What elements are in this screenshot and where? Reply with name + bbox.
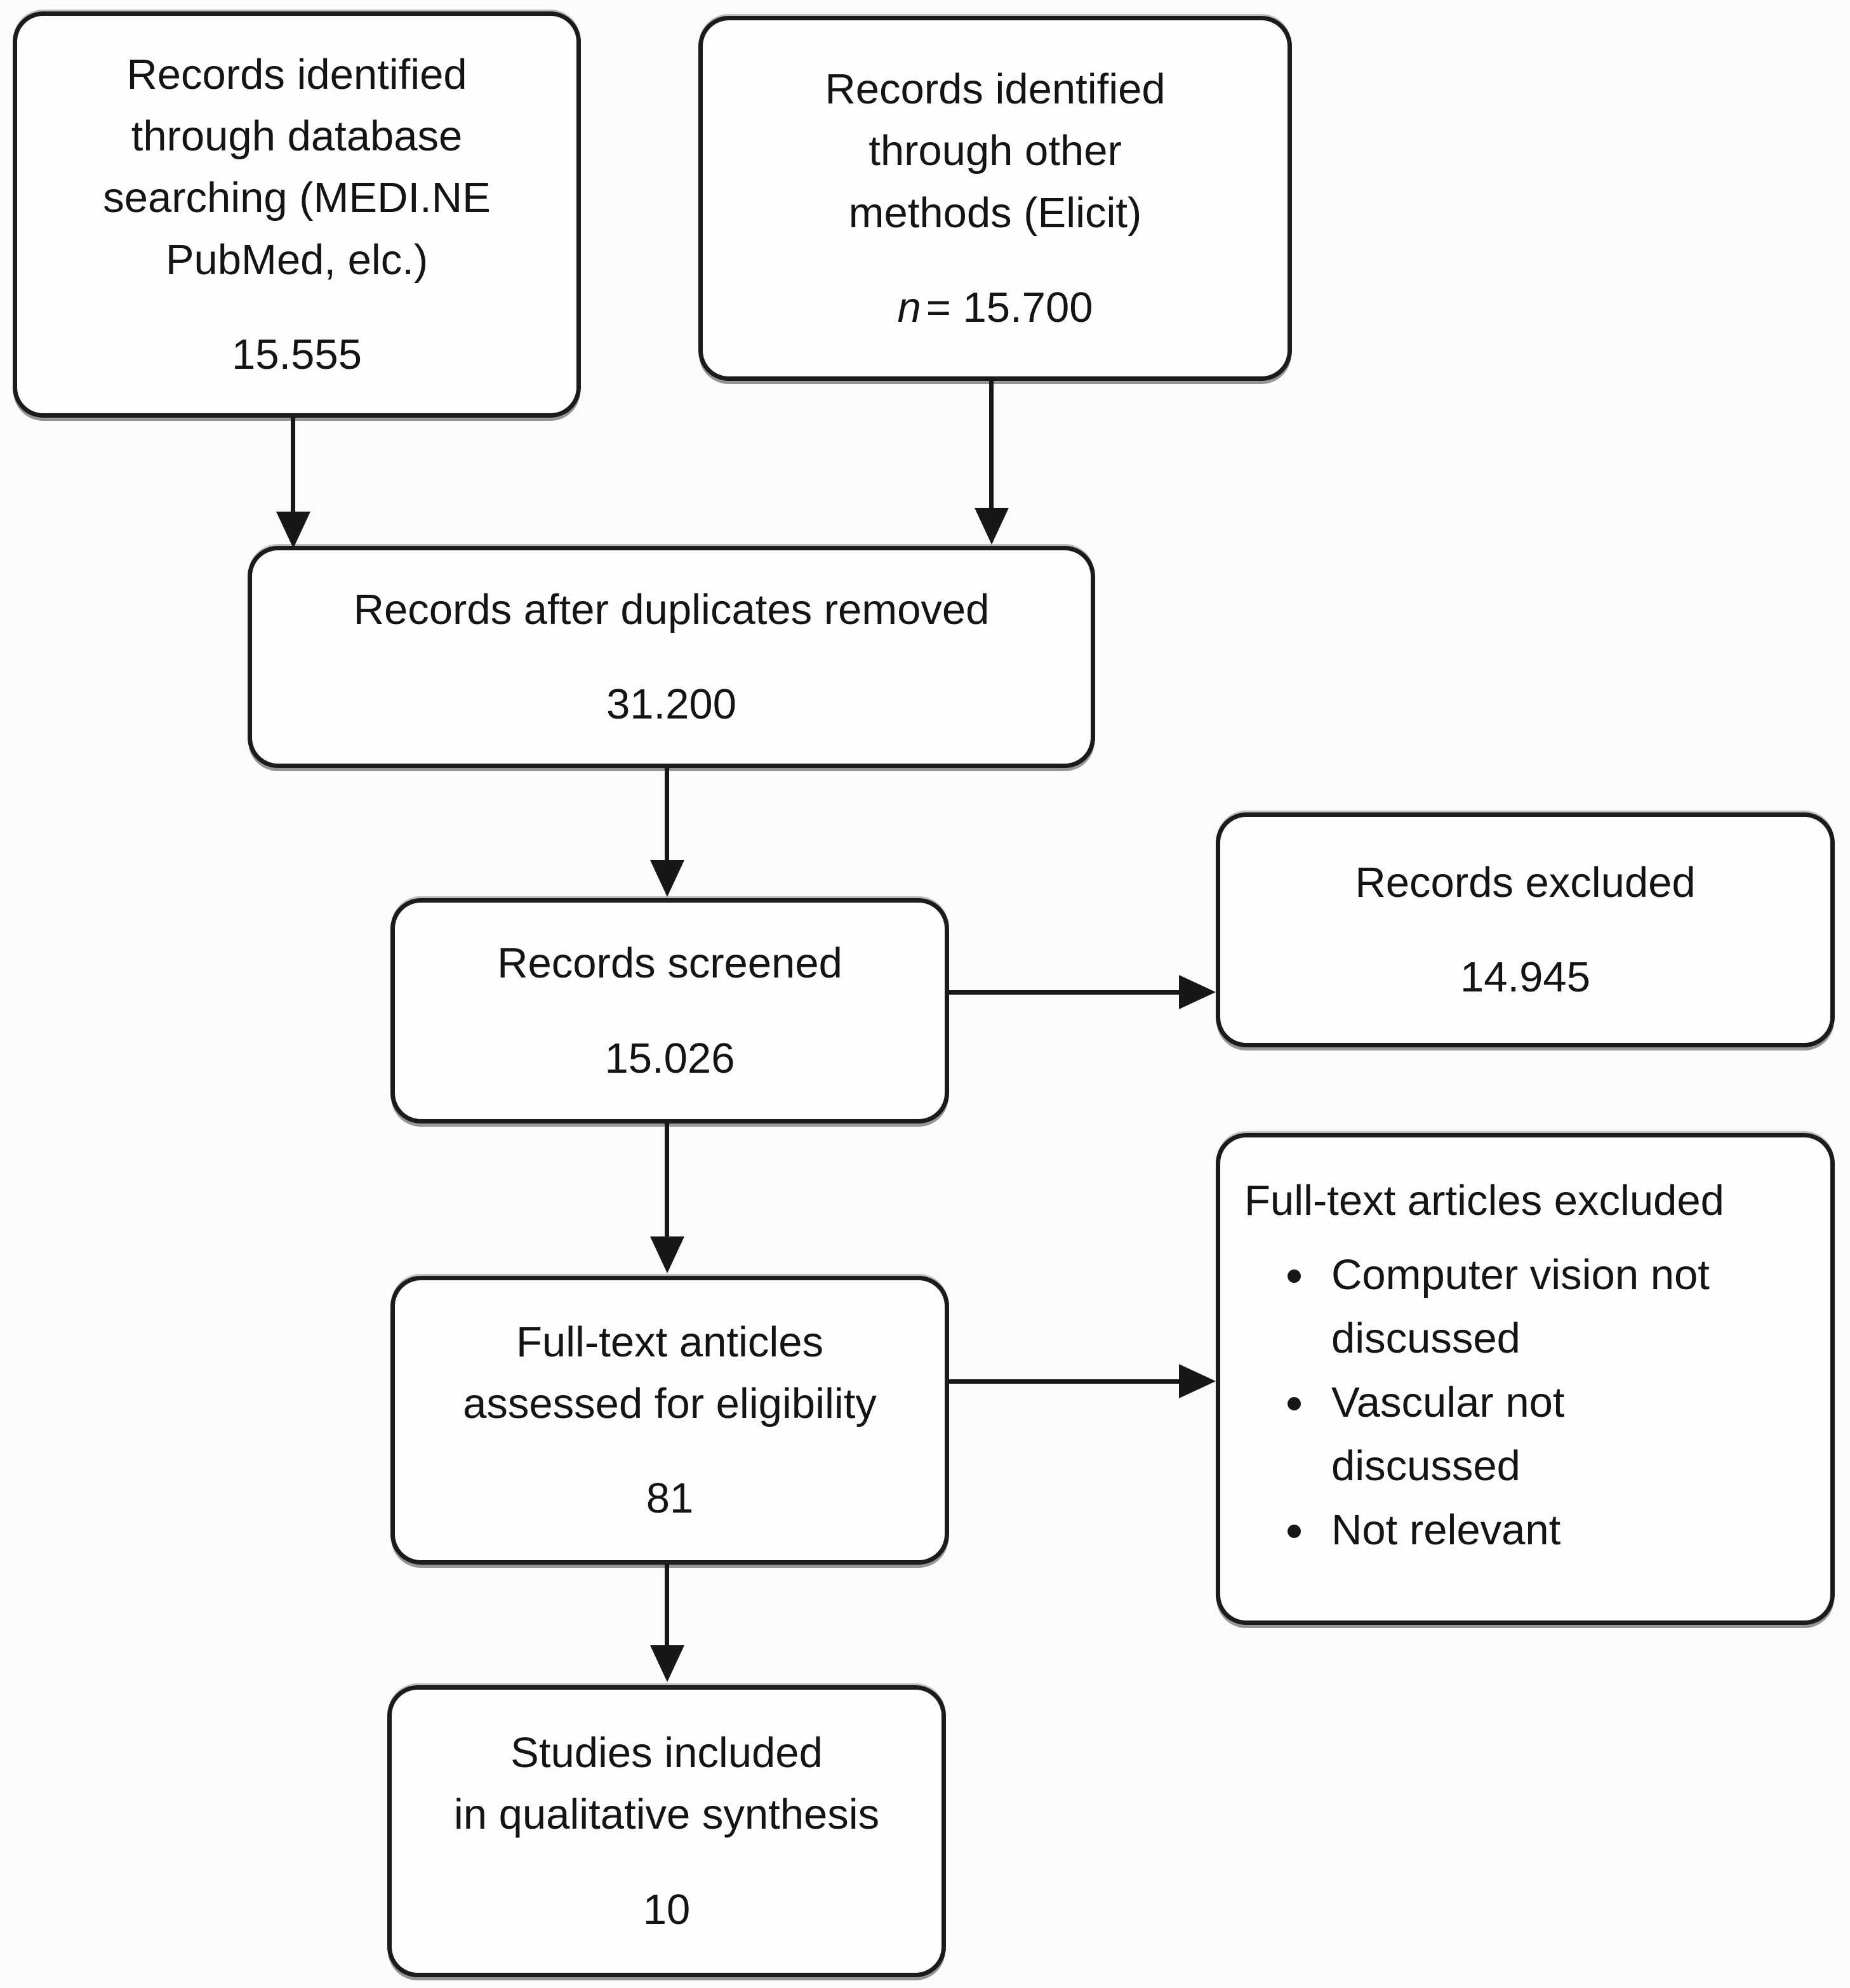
exclusion-reason-list: Computer vision not discussed Vascular n… (1244, 1243, 1750, 1563)
box-line: through database (131, 112, 463, 161)
arrow-screened-to-excluded-head (1179, 975, 1216, 1009)
flow-box-studies-included: Studies included in qualitative synthesi… (387, 1685, 946, 1977)
exclusion-reason-text: Vascular not discussed (1331, 1378, 1565, 1490)
arrow-database-to-duplicates-line (291, 418, 295, 513)
arrow-other-to-duplicates-head (975, 508, 1009, 545)
box-count: 14.945 (1460, 953, 1590, 1001)
flow-box-records-identified-database: Records identified through database sear… (13, 11, 581, 418)
box-count: 15.555 (232, 330, 362, 378)
bullet-icon (1288, 1396, 1301, 1410)
arrow-duplicates-to-screened-head (650, 860, 684, 897)
flow-box-fulltext-excluded: Full-text articles excluded Computer vis… (1216, 1133, 1835, 1625)
arrow-fulltext-to-included-head (650, 1645, 684, 1682)
flow-box-fulltext-assessed: Full-text anticles assessed for eligibil… (390, 1276, 949, 1565)
arrow-fulltext-to-included-line (665, 1565, 669, 1647)
box-line: methods (Elicit) (848, 189, 1142, 237)
box-title: Full-text articles excluded (1244, 1177, 1724, 1224)
bullet-icon (1288, 1269, 1301, 1283)
flow-box-records-screened: Records screened 15.026 (390, 898, 949, 1123)
exclusion-reason-item: Vascular not discussed (1288, 1371, 1750, 1499)
arrow-database-to-duplicates-head (276, 512, 310, 548)
exclusion-reason-item: Computer vision not discussed (1288, 1243, 1750, 1371)
stat-value: = 15.700 (926, 283, 1093, 331)
box-line: Records identified (126, 51, 467, 99)
box-text-block: Records identified through other methods… (825, 58, 1165, 243)
arrow-fulltext-to-excluded-line (949, 1379, 1180, 1384)
box-line: PubMed, elc.) (165, 235, 429, 284)
box-count: 31.200 (606, 680, 736, 728)
box-text-block: Full-text anticles assessed for eligibil… (463, 1311, 877, 1435)
box-count: 15.026 (604, 1034, 735, 1082)
arrow-screened-to-excluded-line (949, 990, 1180, 995)
box-text-block: Studies included in qualitative synthesi… (454, 1722, 879, 1845)
exclusion-reason-item: Not relevant (1288, 1499, 1750, 1563)
box-line: through other (868, 127, 1122, 175)
arrow-duplicates-to-screened-line (665, 768, 669, 861)
box-line: Records after duplicates removed (353, 585, 990, 633)
box-line: assessed for eligibility (463, 1379, 877, 1428)
exclusion-reason-text: Computer vision not discussed (1331, 1250, 1710, 1363)
stat-variable: n (897, 283, 921, 331)
box-text-block: Records identified through database sear… (103, 44, 491, 291)
exclusion-reason-text: Not relevant (1331, 1506, 1561, 1554)
arrow-screened-to-fulltext-line (665, 1123, 669, 1238)
box-line: in qualitative synthesis (453, 1791, 880, 1839)
flow-box-records-after-duplicates: Records after duplicates removed 31.200 (248, 546, 1095, 768)
arrow-screened-to-fulltext-head (650, 1236, 684, 1273)
bullet-icon (1288, 1524, 1301, 1538)
box-count: 10 (642, 1885, 691, 1933)
arrow-fulltext-to-excluded-head (1179, 1364, 1216, 1398)
box-line: searching (MEDI.NE (103, 174, 491, 222)
box-line: Records excluded (1355, 858, 1696, 906)
arrow-other-to-duplicates-line (989, 380, 994, 509)
box-count: 81 (646, 1474, 694, 1523)
box-line: Records screened (497, 939, 842, 988)
box-line: Studies included (510, 1729, 823, 1777)
box-line: Full-text anticles (516, 1318, 824, 1366)
flow-box-records-excluded: Records excluded 14.945 (1216, 812, 1835, 1047)
flow-box-records-identified-other: Records identified through other methods… (698, 16, 1292, 381)
box-line: Records identified (825, 65, 1166, 114)
box-count: n= 15.700 (898, 277, 1093, 338)
